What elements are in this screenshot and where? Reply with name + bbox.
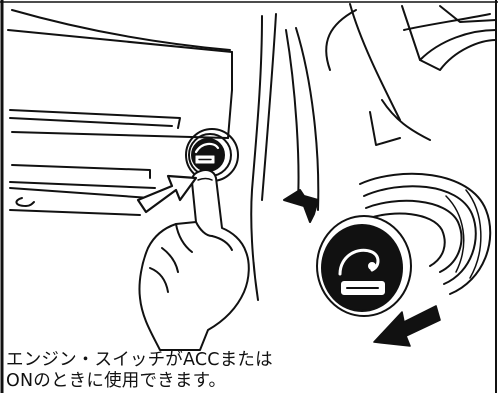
push-arrow-icon: [136, 174, 198, 214]
pushing-hand: [138, 169, 250, 351]
dashboard-panel: [7, 3, 497, 301]
caption-line-2: ONのときに使用できます。: [6, 371, 227, 391]
zoom-pointer-arrow-icon: [283, 189, 319, 223]
pull-arrow-icon: [373, 305, 441, 347]
caption-line-1: エンジン・スイッチがACCまたは: [6, 350, 273, 370]
lighter-socket-large: [316, 172, 492, 317]
